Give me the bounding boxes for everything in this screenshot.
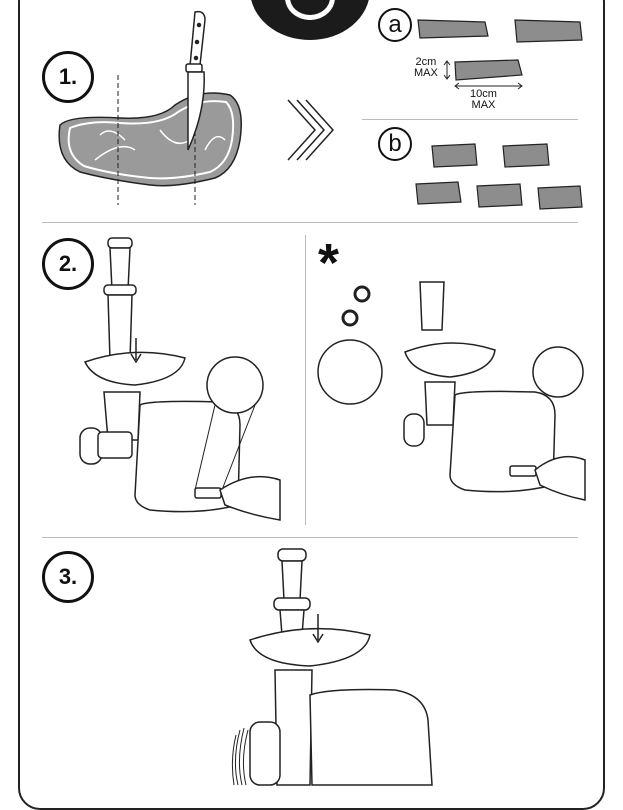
minced-meat-icon [232,728,248,785]
grinder-illustration-step3 [0,0,623,785]
